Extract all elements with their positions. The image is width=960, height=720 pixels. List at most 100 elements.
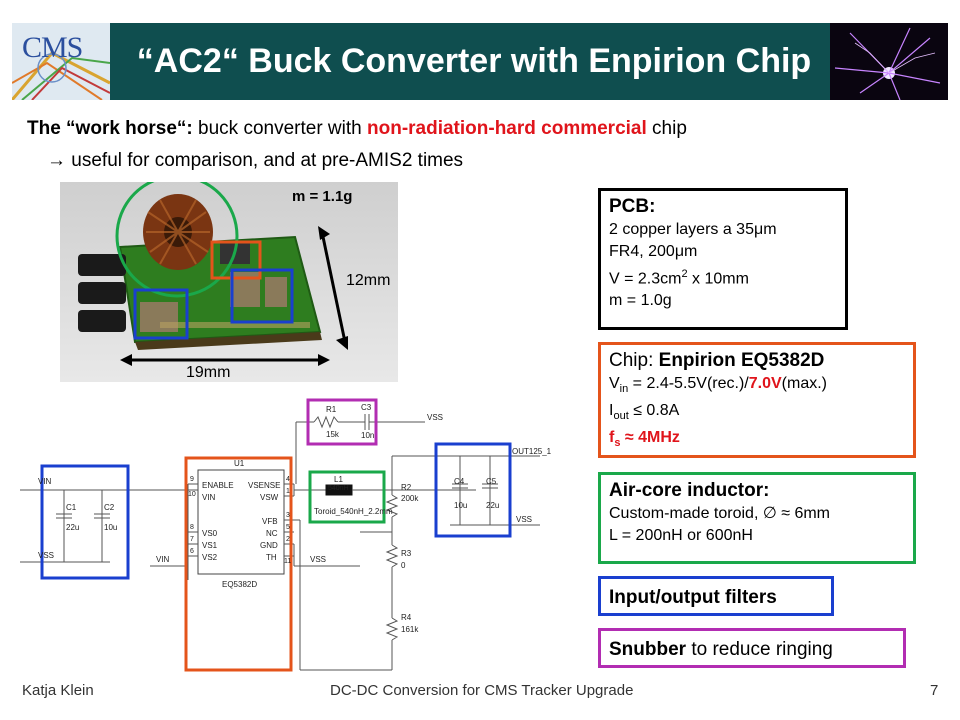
pin-num-7: 7 — [190, 536, 194, 543]
footer-page-number: 7 — [930, 682, 939, 699]
pcb-heading: PCB: — [609, 196, 656, 217]
label-r1: R1 — [326, 405, 337, 414]
iout-symbol: I — [609, 402, 614, 420]
intro-lead: The “work horse“: — [27, 118, 193, 139]
pin-num-2: 2 — [286, 536, 290, 543]
logo-text: CMS — [22, 31, 83, 64]
snubber-highlight — [306, 398, 378, 446]
chip-heading: Chip: Enpirion EQ5382D — [609, 349, 905, 373]
label-r4-val: 161k — [401, 625, 419, 634]
pcb-volume: V = 2.3cm — [609, 270, 682, 288]
label-u1: U1 — [234, 459, 245, 468]
label-c2: C2 — [104, 503, 115, 512]
label-r3-val: 0 — [401, 561, 406, 570]
pcb-line-4: m = 1.0g — [609, 292, 672, 310]
snubber-line: Snubber to reduce ringing — [609, 635, 895, 665]
label-l1: L1 — [334, 475, 343, 484]
label-c1: C1 — [66, 503, 77, 512]
label-c5-val: 22u — [486, 501, 499, 510]
pin-th: TH — [266, 553, 277, 562]
cms-logo: CMS — [12, 23, 110, 100]
pin-num-1: 1 — [286, 488, 290, 495]
pcb-line-3: V = 2.3cm2 x 10mm — [609, 263, 837, 290]
vin-symbol: V — [609, 375, 620, 392]
label-r3: R3 — [401, 549, 412, 558]
cms-logo-graphic — [12, 51, 110, 100]
pin-vs1: VS1 — [202, 541, 218, 550]
label-vss-right: VSS — [516, 515, 532, 524]
iout-value: ≤ 0.8A — [628, 402, 680, 420]
height-label: 12mm — [346, 272, 391, 289]
label-vss-left: VSS — [38, 551, 54, 560]
label-c5: C5 — [486, 477, 497, 486]
air-line-1: Custom-made toroid, ∅ ≈ 6mm — [609, 505, 830, 522]
fs-sub: s — [614, 437, 621, 450]
intro-mid: buck converter with — [192, 118, 367, 139]
pin-num-8: 8 — [190, 524, 194, 531]
air-heading: Air-core inductor: — [609, 480, 770, 501]
pin-num-5: 5 — [286, 524, 290, 531]
vin-sub: in — [619, 383, 629, 396]
snubber-bold: Snubber — [609, 639, 687, 660]
inductor-highlight — [308, 470, 386, 524]
intro-line-2: → useful for comparison, and at pre-AMIS… — [47, 150, 463, 172]
converter-photo — [60, 182, 398, 382]
chip-vin: Vin = 2.4-5.5V(rec.)/7.0V(max.) — [609, 373, 905, 400]
air-line-2: L = 200nH or 600nH — [609, 527, 753, 544]
intro-emphasis: non-radiation-hard commercial — [367, 118, 647, 139]
label-c4: C4 — [454, 477, 465, 486]
width-label: 19mm — [186, 364, 231, 381]
label-vss-top: VSS — [427, 413, 443, 422]
label-c3: C3 — [361, 403, 372, 412]
fs-symbol: f — [609, 429, 615, 447]
fs-value: ≈ 4MHz — [620, 429, 680, 447]
label-out: OUT125_1 — [512, 447, 552, 456]
pin-vin: VIN — [202, 493, 216, 502]
label-l1-val: 540nH — [328, 485, 349, 492]
label-c1-val: 22u — [66, 523, 79, 532]
chip-label: Chip — [609, 350, 649, 371]
pin-vfb: VFB — [262, 517, 278, 526]
chip-iout: Iout ≤ 0.8A — [609, 400, 905, 427]
label-vin-bottom: VIN — [156, 555, 170, 564]
label-r2: R2 — [401, 483, 412, 492]
pin-num-4: 4 — [286, 476, 290, 483]
mass-label: m = 1.1g — [292, 188, 353, 205]
vin-max: 7.0V — [748, 375, 782, 392]
chip-highlight — [184, 456, 293, 672]
output-filter-highlight — [434, 442, 512, 538]
label-c2-val: 10u — [104, 523, 117, 532]
pin-num-10: 10 — [188, 491, 196, 498]
label-vin-top: VIN — [38, 477, 52, 486]
label-vss-mid: VSS — [310, 555, 326, 564]
intro-tail: chip — [646, 118, 687, 139]
pcb-volume-tail: x 10mm — [687, 270, 749, 288]
pcb-box: PCB: 2 copper layers a 35μm FR4, 200μm V… — [598, 188, 848, 330]
chip-colon: : — [648, 350, 659, 371]
label-toroid: Toroid_540nH_2.2mm — [314, 507, 393, 516]
pcb-volume-exp: 2 — [681, 268, 688, 280]
pin-enable: ENABLE — [202, 481, 234, 490]
pin-gnd: GND — [260, 541, 278, 550]
pin-vs2: VS2 — [202, 553, 218, 562]
slide-title: “AC2“ Buck Converter with Enpirion Chip — [136, 42, 812, 80]
vin-tail: (max.) — [781, 375, 827, 392]
intro-line-1: The “work horse“: buck converter with no… — [27, 118, 687, 140]
title-bar — [12, 23, 830, 100]
pin-num-9: 9 — [190, 476, 194, 483]
label-r4: R4 — [401, 613, 412, 622]
pin-vsw: VSW — [260, 493, 279, 502]
label-c4-val: 10u — [454, 501, 467, 510]
air-core-box: Air-core inductor: Custom-made toroid, ∅… — [598, 472, 916, 564]
snubber-box: Snubber to reduce ringing — [598, 628, 906, 668]
plasma-graphic — [834, 27, 941, 100]
pin-vsense: VSENSE — [248, 481, 280, 490]
iout-sub: out — [613, 410, 629, 423]
label-c3-val: 10n — [361, 431, 374, 440]
pin-num-3: 3 — [286, 512, 290, 519]
pcb-line-2: FR4, 200μm — [609, 243, 698, 260]
pin-num-6: 6 — [190, 548, 194, 555]
input-filter-highlight — [40, 464, 130, 580]
chip-name: Enpirion EQ5382D — [658, 350, 825, 371]
footer-talk-title: DC-DC Conversion for CMS Tracker Upgrade — [330, 682, 634, 699]
